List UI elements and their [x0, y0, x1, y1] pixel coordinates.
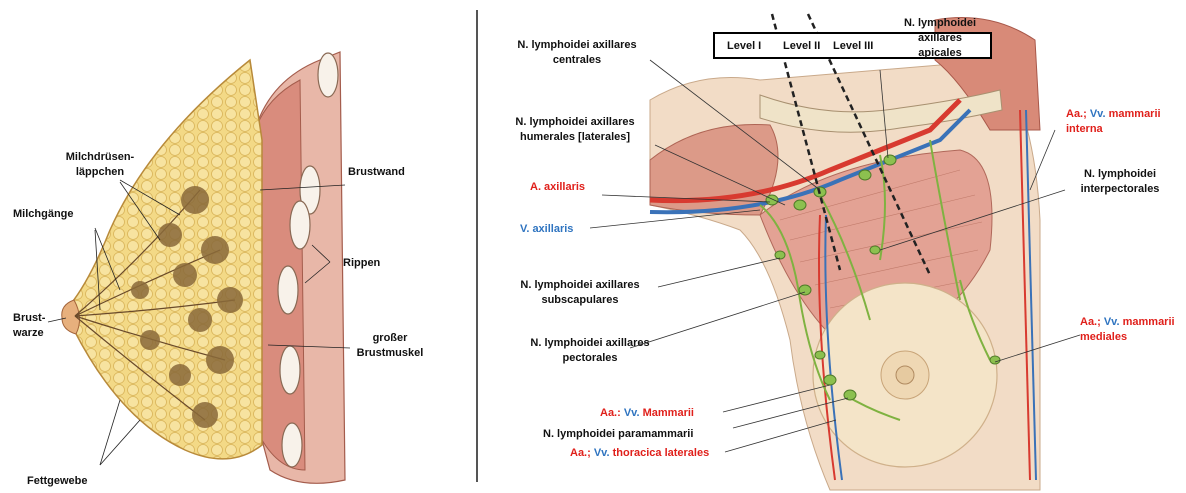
label-pectoralis: großer Brustmuskel: [345, 331, 435, 361]
breast-body: [69, 60, 262, 459]
label-axillary-vein: V. axillaris: [520, 222, 573, 237]
nipple-right: [896, 366, 914, 384]
label-paramammary-nodes: N. lymphoidei paramammarii: [543, 427, 693, 442]
label-medial-mammary: Aa.; Vv. mammarii mediales: [1080, 315, 1175, 345]
vessel-name: thoracica laterales: [613, 447, 710, 459]
label-humeral-nodes: N. lymphoidei axillares humerales [later…: [495, 115, 655, 145]
vein-abbr: Vv.: [1104, 316, 1120, 328]
label-lateral-thoracic: Aa.; Vv. thoracica laterales: [570, 446, 709, 461]
label-central-nodes: N. lymphoidei axillares centrales: [497, 38, 657, 68]
level-i: Level I: [727, 40, 761, 52]
label-mammarii-lower: Aa.: Vv. Mammarii: [600, 406, 694, 421]
label-axillary-artery: A. axillaris: [530, 180, 585, 195]
vein-abbr: Vv.: [1090, 108, 1106, 120]
label-ribs: Rippen: [343, 256, 380, 271]
label-subscapular-nodes: N. lymphoidei axillares subscapulares: [500, 278, 660, 308]
label-fat: Fettgewebe: [27, 474, 88, 489]
figure-divider: [476, 10, 478, 482]
label-ducts: Milchgänge: [13, 207, 74, 222]
label-interpectoral-nodes: N. lymphoidei interpectorales: [1060, 167, 1180, 197]
vessel-name-line2: mediales: [1080, 331, 1127, 343]
artery-abbr: Aa.;: [570, 447, 591, 459]
artery-abbr: Aa.:: [600, 407, 621, 419]
vein-abbr: Vv.: [624, 407, 640, 419]
vessel-name: mammarii: [1123, 316, 1175, 328]
label-apical-nodes: N. lymphoidei axillares apicales: [885, 16, 995, 61]
label-internal-mammary: Aa.; Vv. mammarii interna: [1066, 107, 1161, 137]
vessel-name: Mammarii: [643, 407, 694, 419]
vessel-name: mammarii: [1109, 108, 1161, 120]
level-iii: Level III: [833, 40, 873, 52]
label-chest-wall: Brustwand: [348, 165, 405, 180]
label-nipple: Brust- warze: [13, 311, 45, 341]
level-ii: Level II: [783, 40, 820, 52]
axillary-lymph-illustration: [480, 0, 1186, 493]
breast-cross-section-illustration: [0, 0, 470, 493]
label-lobules: Milchdrüsen- läppchen: [45, 150, 155, 180]
artery-abbr: Aa.;: [1066, 108, 1087, 120]
vein-abbr: Vv.: [594, 447, 610, 459]
label-pectoral-nodes: N. lymphoidei axillares pectorales: [510, 336, 670, 366]
artery-abbr: Aa.;: [1080, 316, 1101, 328]
vessel-name-line2: interna: [1066, 123, 1103, 135]
